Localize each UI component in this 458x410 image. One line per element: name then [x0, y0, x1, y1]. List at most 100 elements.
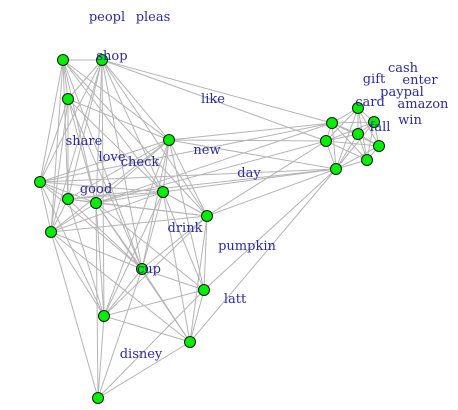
graph-edge: [39, 181, 52, 233]
graph-edge: [101, 59, 170, 141]
graph-edge: [67, 168, 337, 200]
graph-node: [34, 176, 46, 188]
graph-edge: [67, 139, 170, 200]
graph-edge: [103, 315, 191, 343]
graph-edge: [95, 202, 105, 317]
word-label-card: card: [355, 95, 385, 110]
word-label-love: love: [98, 150, 125, 165]
graph-edge: [50, 231, 191, 343]
graph-edge: [95, 139, 170, 204]
word-label-share: share: [66, 134, 103, 149]
graph-edge: [97, 289, 205, 399]
word-label-paypal: paypal: [380, 85, 424, 100]
graph-edge: [39, 59, 103, 183]
graph-edge: [189, 215, 208, 343]
graph-edge: [50, 231, 143, 270]
word-label-gift: gift: [363, 72, 386, 87]
graph-edge: [206, 168, 337, 217]
graph-edge: [50, 215, 208, 233]
graph-edge: [162, 191, 208, 217]
graph-edge: [50, 98, 69, 233]
graph-edge: [335, 145, 380, 170]
graph-edge: [39, 181, 143, 270]
graph-node: [352, 128, 364, 140]
graph-node: [45, 226, 57, 238]
graph-node: [98, 310, 110, 322]
graph-edge: [168, 139, 337, 170]
word-label-amazon: amazon: [398, 97, 450, 112]
graph-edge: [203, 215, 208, 291]
graph-node: [163, 134, 175, 146]
graph-edge: [62, 59, 69, 100]
word-label-pumpkin: pumpkin: [218, 239, 276, 254]
graph-edge: [62, 59, 208, 217]
word-label-fall: fall: [370, 120, 391, 135]
word-label-cash: cash: [388, 61, 419, 76]
graph-node: [92, 392, 104, 404]
word-label-pleas: pleas: [136, 10, 171, 25]
graph-edge: [62, 59, 164, 193]
edge-layer: [39, 59, 380, 399]
graph-edge: [67, 59, 103, 100]
label-layer: peopl pleas shop like cash gift enter pa…: [66, 10, 449, 362]
graph-edge: [335, 107, 359, 170]
graph-edge: [141, 191, 164, 270]
graph-edge: [50, 191, 164, 233]
graph-edge: [335, 133, 359, 170]
graph-node: [352, 102, 364, 114]
graph-node: [201, 210, 213, 222]
graph-edge: [101, 59, 164, 193]
word-label-check: check: [121, 155, 160, 170]
graph-edge: [141, 139, 170, 270]
graph-edge: [189, 168, 337, 343]
word-label-peopl: peopl: [89, 10, 125, 25]
graph-edge: [141, 268, 191, 343]
graph-edge: [162, 191, 205, 291]
graph-edge: [62, 59, 97, 204]
graph-edge: [67, 59, 103, 200]
graph-node: [368, 116, 380, 128]
graph-edge: [39, 168, 337, 183]
graph-edge: [101, 59, 333, 124]
word-label-drink: drink: [168, 221, 203, 236]
graph-edge: [39, 59, 64, 183]
graph-edge: [50, 139, 170, 233]
graph-edge: [325, 107, 359, 142]
graph-edge: [39, 98, 69, 183]
graph-edge: [67, 98, 170, 141]
graph-edge: [39, 181, 97, 204]
graph-node: [90, 197, 102, 209]
graph-node: [361, 154, 373, 166]
graph-node: [330, 163, 342, 175]
graph-edge: [335, 121, 375, 170]
graph-edge: [97, 268, 143, 399]
graph-edge: [67, 198, 143, 270]
graph-edge: [97, 315, 105, 399]
graph-edge: [168, 139, 205, 291]
graph-edge: [189, 289, 205, 343]
graph-edge: [325, 121, 375, 142]
graph-edge: [50, 202, 97, 233]
graph-edge: [101, 59, 208, 217]
graph-edge: [103, 139, 170, 317]
graph-edge: [162, 191, 191, 343]
graph-edge: [50, 231, 105, 317]
graph-edge: [162, 139, 170, 193]
word-label-shop: shop: [96, 49, 127, 64]
graph-edge: [95, 122, 333, 204]
graph-edge: [325, 140, 380, 147]
word-label-disney: disney: [120, 347, 163, 362]
graph-node: [184, 336, 196, 348]
graph-node: [57, 54, 69, 66]
graph-node: [157, 186, 169, 198]
graph-node: [96, 54, 108, 66]
graph-edge: [39, 122, 333, 183]
graph-edge: [50, 231, 99, 399]
graph-edge: [141, 215, 208, 270]
graph-edge: [95, 191, 164, 204]
graph-edge: [97, 341, 191, 399]
word-label-latt: latt: [224, 292, 247, 307]
word-label-good: good: [80, 182, 112, 197]
graph-node: [62, 193, 74, 205]
